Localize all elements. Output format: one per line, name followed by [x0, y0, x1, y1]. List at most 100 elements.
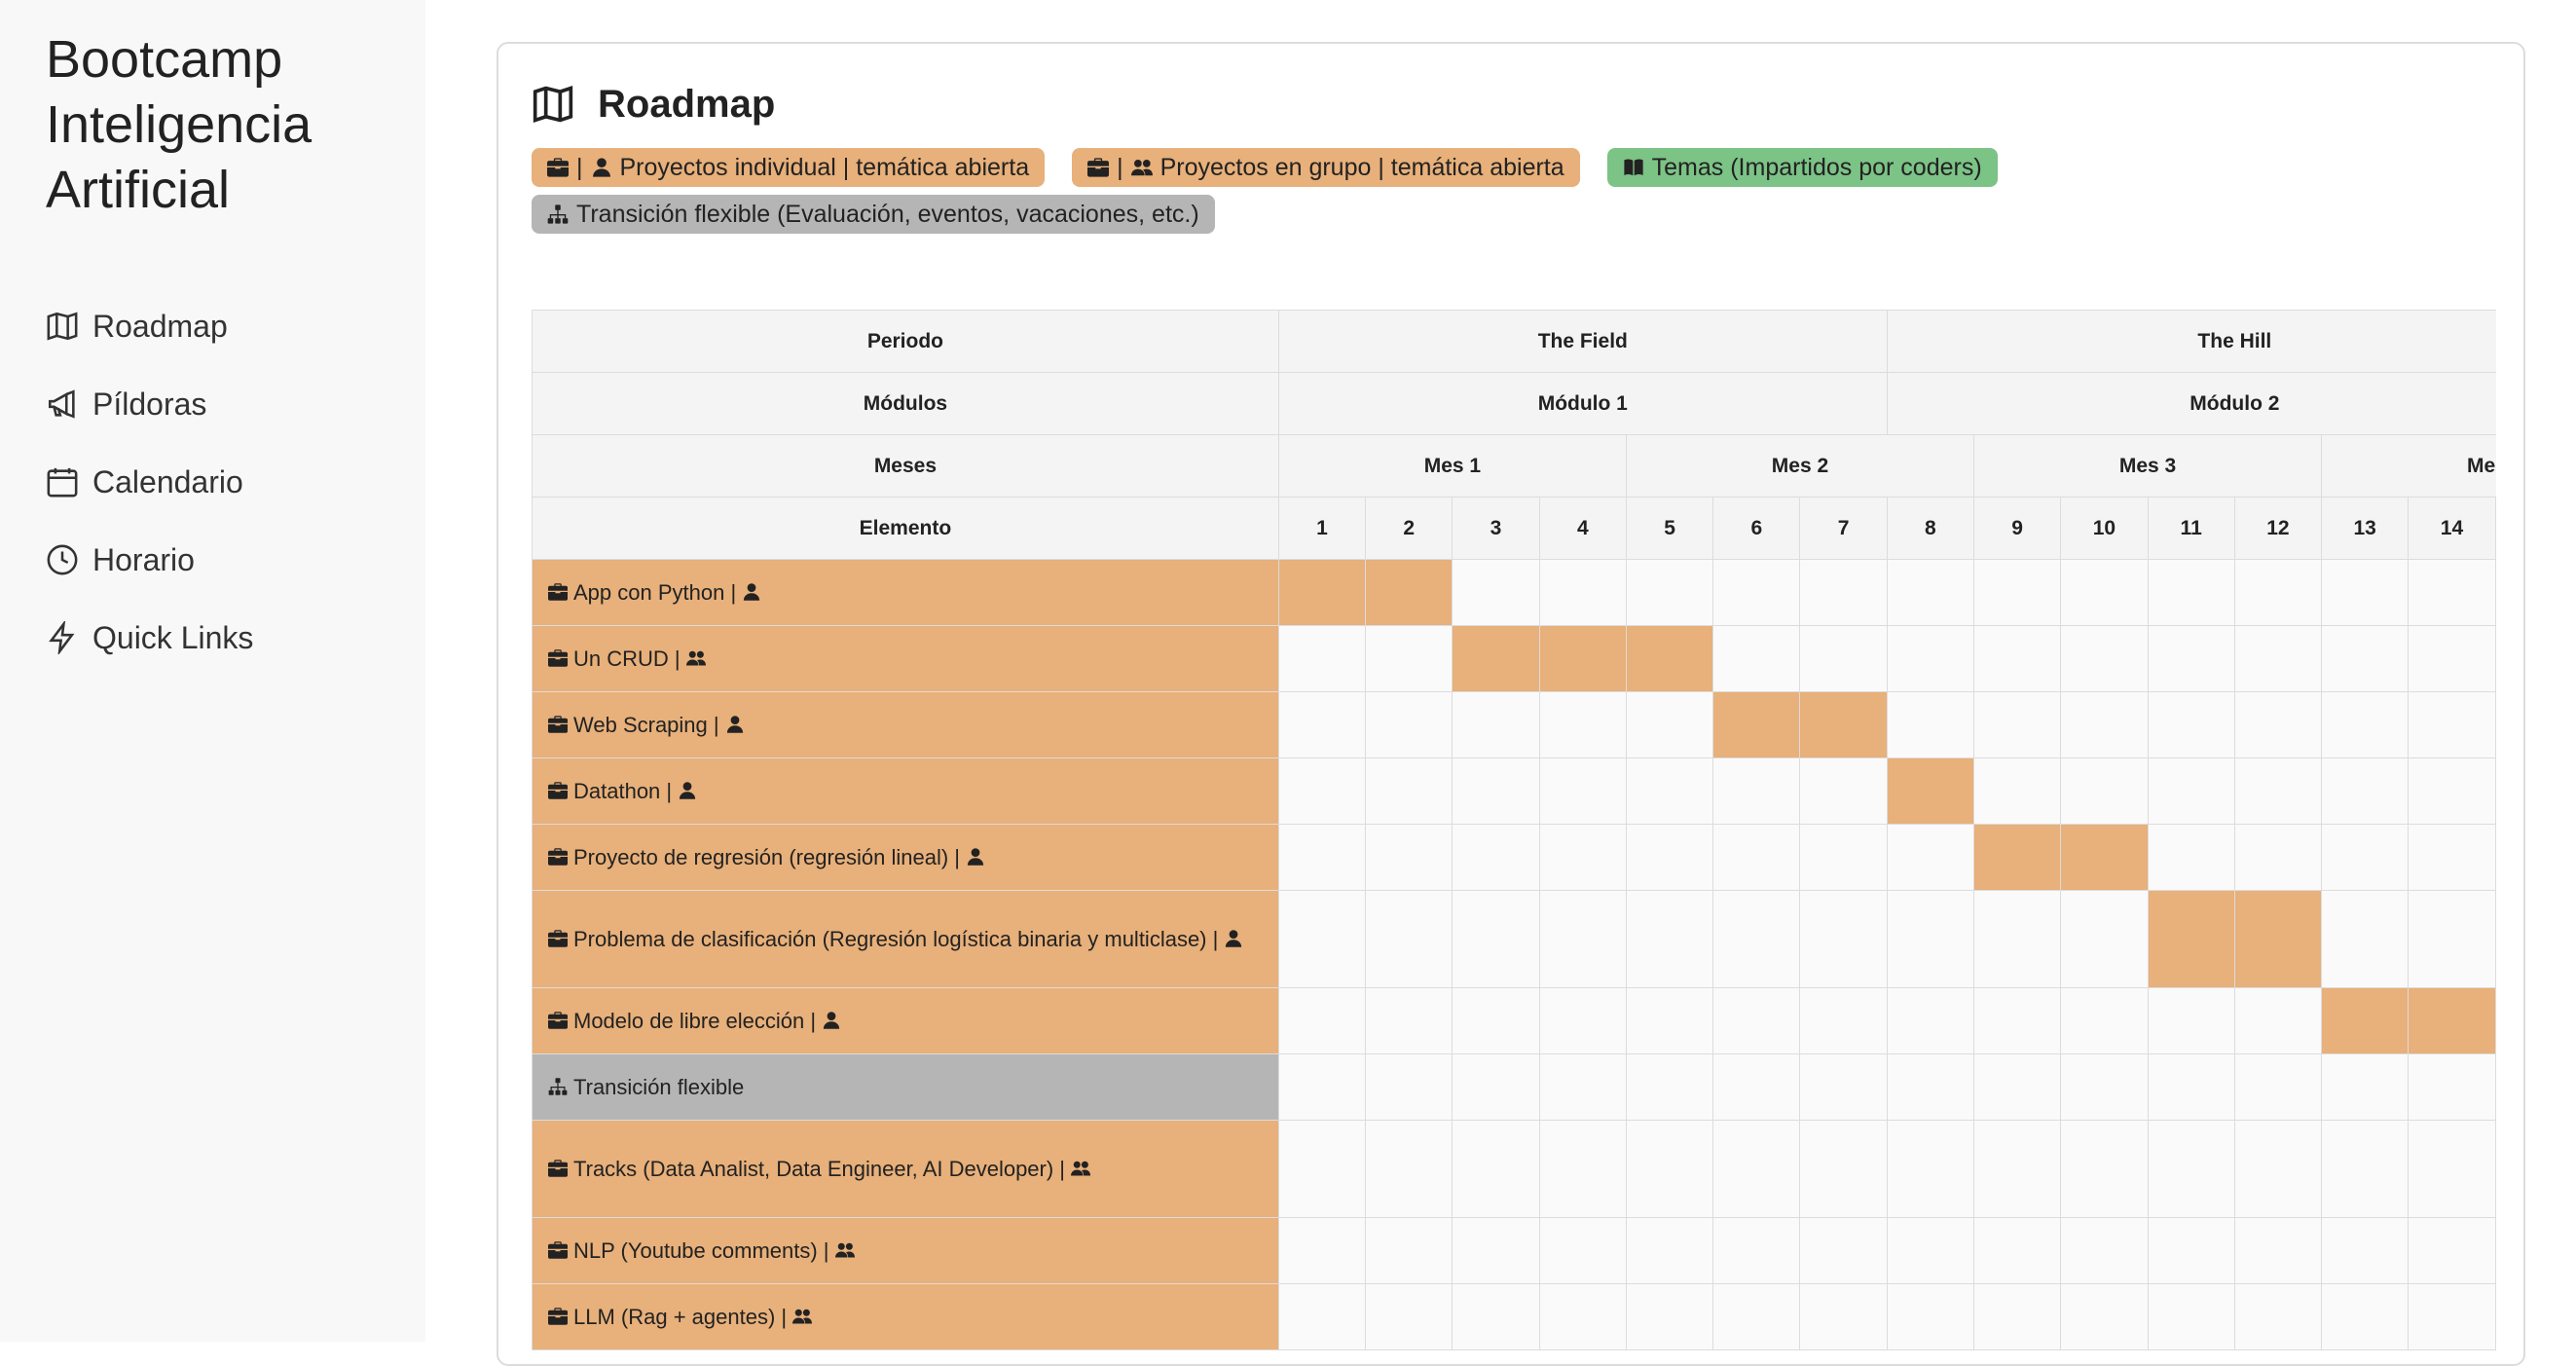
legend-badge-transition: Transición flexible (Evaluación, eventos…	[532, 195, 1215, 234]
schedule-cell-active	[1277, 559, 1367, 626]
month-cell: Mes 3	[1972, 434, 2323, 498]
schedule-cell-active	[1538, 625, 1627, 692]
month-cell: Mes 4	[2321, 434, 2496, 498]
schedule-cell-active	[1972, 824, 2062, 891]
row-label-text: Modelo de libre elección |	[573, 1008, 817, 1033]
schedule-cell	[2233, 625, 2323, 692]
schedule-cell	[1365, 824, 1454, 891]
schedule-cell	[1799, 757, 1888, 825]
schedule-cell	[2060, 691, 2149, 758]
row-label-text: Un CRUD |	[573, 646, 681, 671]
schedule-cell	[1886, 559, 1974, 626]
schedule-cell	[1712, 1217, 1801, 1284]
site-title[interactable]: Bootcamp Inteligencia Artificial	[46, 30, 313, 219]
schedule-cell	[1538, 987, 1627, 1054]
schedule-cell-active	[2408, 987, 2496, 1054]
schedule-cell	[2321, 890, 2410, 988]
briefcase-icon	[548, 1011, 568, 1030]
schedule-cell	[1712, 559, 1801, 626]
people-icon	[792, 1307, 812, 1326]
sidebar-item-label: Quick Links	[92, 619, 254, 655]
week-number: 7	[1799, 497, 1888, 560]
sidebar-item-roadmap[interactable]: Roadmap	[46, 287, 253, 365]
schedule-cell	[1712, 890, 1801, 988]
calendar-icon	[47, 467, 78, 498]
schedule-cell	[2494, 890, 2496, 988]
schedule-cell	[1712, 824, 1801, 891]
map-icon	[47, 312, 78, 341]
row-label: Datathon |	[532, 757, 1279, 825]
module-cell: Módulo 1	[1277, 372, 1888, 435]
month-cell: Mes 1	[1277, 434, 1627, 498]
briefcase-icon	[548, 1240, 568, 1260]
briefcase-icon	[548, 648, 568, 668]
row-label: Proyecto de regresión (regresión lineal)…	[532, 824, 1279, 891]
table-row: Tracks (Data Analist, Data Engineer, AI …	[532, 1120, 2496, 1218]
schedule-cell	[2060, 890, 2149, 988]
schedule-cell	[2147, 1120, 2235, 1218]
schedule-cell	[2233, 1283, 2323, 1350]
schedule-cell	[1712, 1120, 1801, 1218]
row-label: Un CRUD |	[532, 625, 1279, 692]
legend-badge-group: | Proyectos en grupo | temática abierta	[1072, 148, 1580, 187]
schedule-cell	[2233, 559, 2323, 626]
table-row: LLM (Rag + agentes) |	[532, 1283, 2496, 1350]
schedule-cell	[1538, 890, 1627, 988]
schedule-cell	[1277, 1120, 1367, 1218]
schedule-cell	[2321, 625, 2410, 692]
sidebar-item-horario[interactable]: Horario	[46, 521, 253, 599]
roadmap-body: App con Python |Un CRUD |Web Scraping |D…	[532, 559, 2496, 1350]
card-header: Roadmap	[532, 77, 775, 131]
sidebar-item-calendario[interactable]: Calendario	[46, 443, 253, 521]
module-cell: Módulo 2	[1886, 372, 2496, 435]
schedule-cell	[2321, 824, 2410, 891]
schedule-cell	[1972, 691, 2062, 758]
schedule-cell	[2494, 757, 2496, 825]
schedule-cell	[1625, 1120, 1714, 1218]
map-icon	[533, 85, 573, 124]
schedule-cell	[1972, 1053, 2062, 1121]
schedule-cell-active	[1799, 691, 1888, 758]
week-number: 8	[1886, 497, 1974, 560]
sidebar-item-pildoras[interactable]: Píldoras	[46, 365, 253, 443]
legend-separator: |	[1117, 153, 1123, 181]
person-icon	[966, 847, 985, 867]
week-number: 11	[2147, 497, 2235, 560]
people-icon	[835, 1240, 855, 1260]
schedule-cell	[2147, 987, 2235, 1054]
legend-row: | Proyectos individual | temática abiert…	[532, 144, 2187, 191]
schedule-cell	[2321, 757, 2410, 825]
schedule-cell	[1452, 890, 1540, 988]
schedule-cell	[1538, 1053, 1627, 1121]
schedule-cell	[1365, 625, 1454, 692]
schedule-cell	[2494, 691, 2496, 758]
schedule-cell	[1538, 1217, 1627, 1284]
row-label: Modelo de libre elección |	[532, 987, 1279, 1054]
row-label-text: Transición flexible	[573, 1074, 745, 1099]
sidebar-item-quick-links[interactable]: Quick Links	[46, 599, 253, 677]
schedule-cell	[1365, 1217, 1454, 1284]
schedule-cell	[1277, 987, 1367, 1054]
row-label-text: App con Python |	[573, 579, 737, 605]
person-icon	[822, 1011, 841, 1030]
schedule-cell	[1625, 1217, 1714, 1284]
briefcase-icon	[548, 781, 568, 800]
schedule-cell	[1538, 691, 1627, 758]
week-number: 13	[2321, 497, 2410, 560]
schedule-cell	[2060, 1053, 2149, 1121]
schedule-cell	[2147, 757, 2235, 825]
schedule-cell	[2233, 1053, 2323, 1121]
month-cell: Mes 2	[1625, 434, 1974, 498]
schedule-cell	[1277, 625, 1367, 692]
legend-label: Proyectos individual | temática abierta	[619, 153, 1030, 181]
schedule-cell	[1625, 1053, 1714, 1121]
schedule-cell	[1886, 691, 1974, 758]
table-row: Un CRUD |	[532, 625, 2496, 692]
megaphone-icon	[48, 389, 75, 419]
briefcase-icon	[548, 1307, 568, 1326]
row-label: NLP (Youtube comments) |	[532, 1217, 1279, 1284]
row-label: Transición flexible	[532, 1053, 1279, 1121]
table-row: App con Python |	[532, 559, 2496, 626]
